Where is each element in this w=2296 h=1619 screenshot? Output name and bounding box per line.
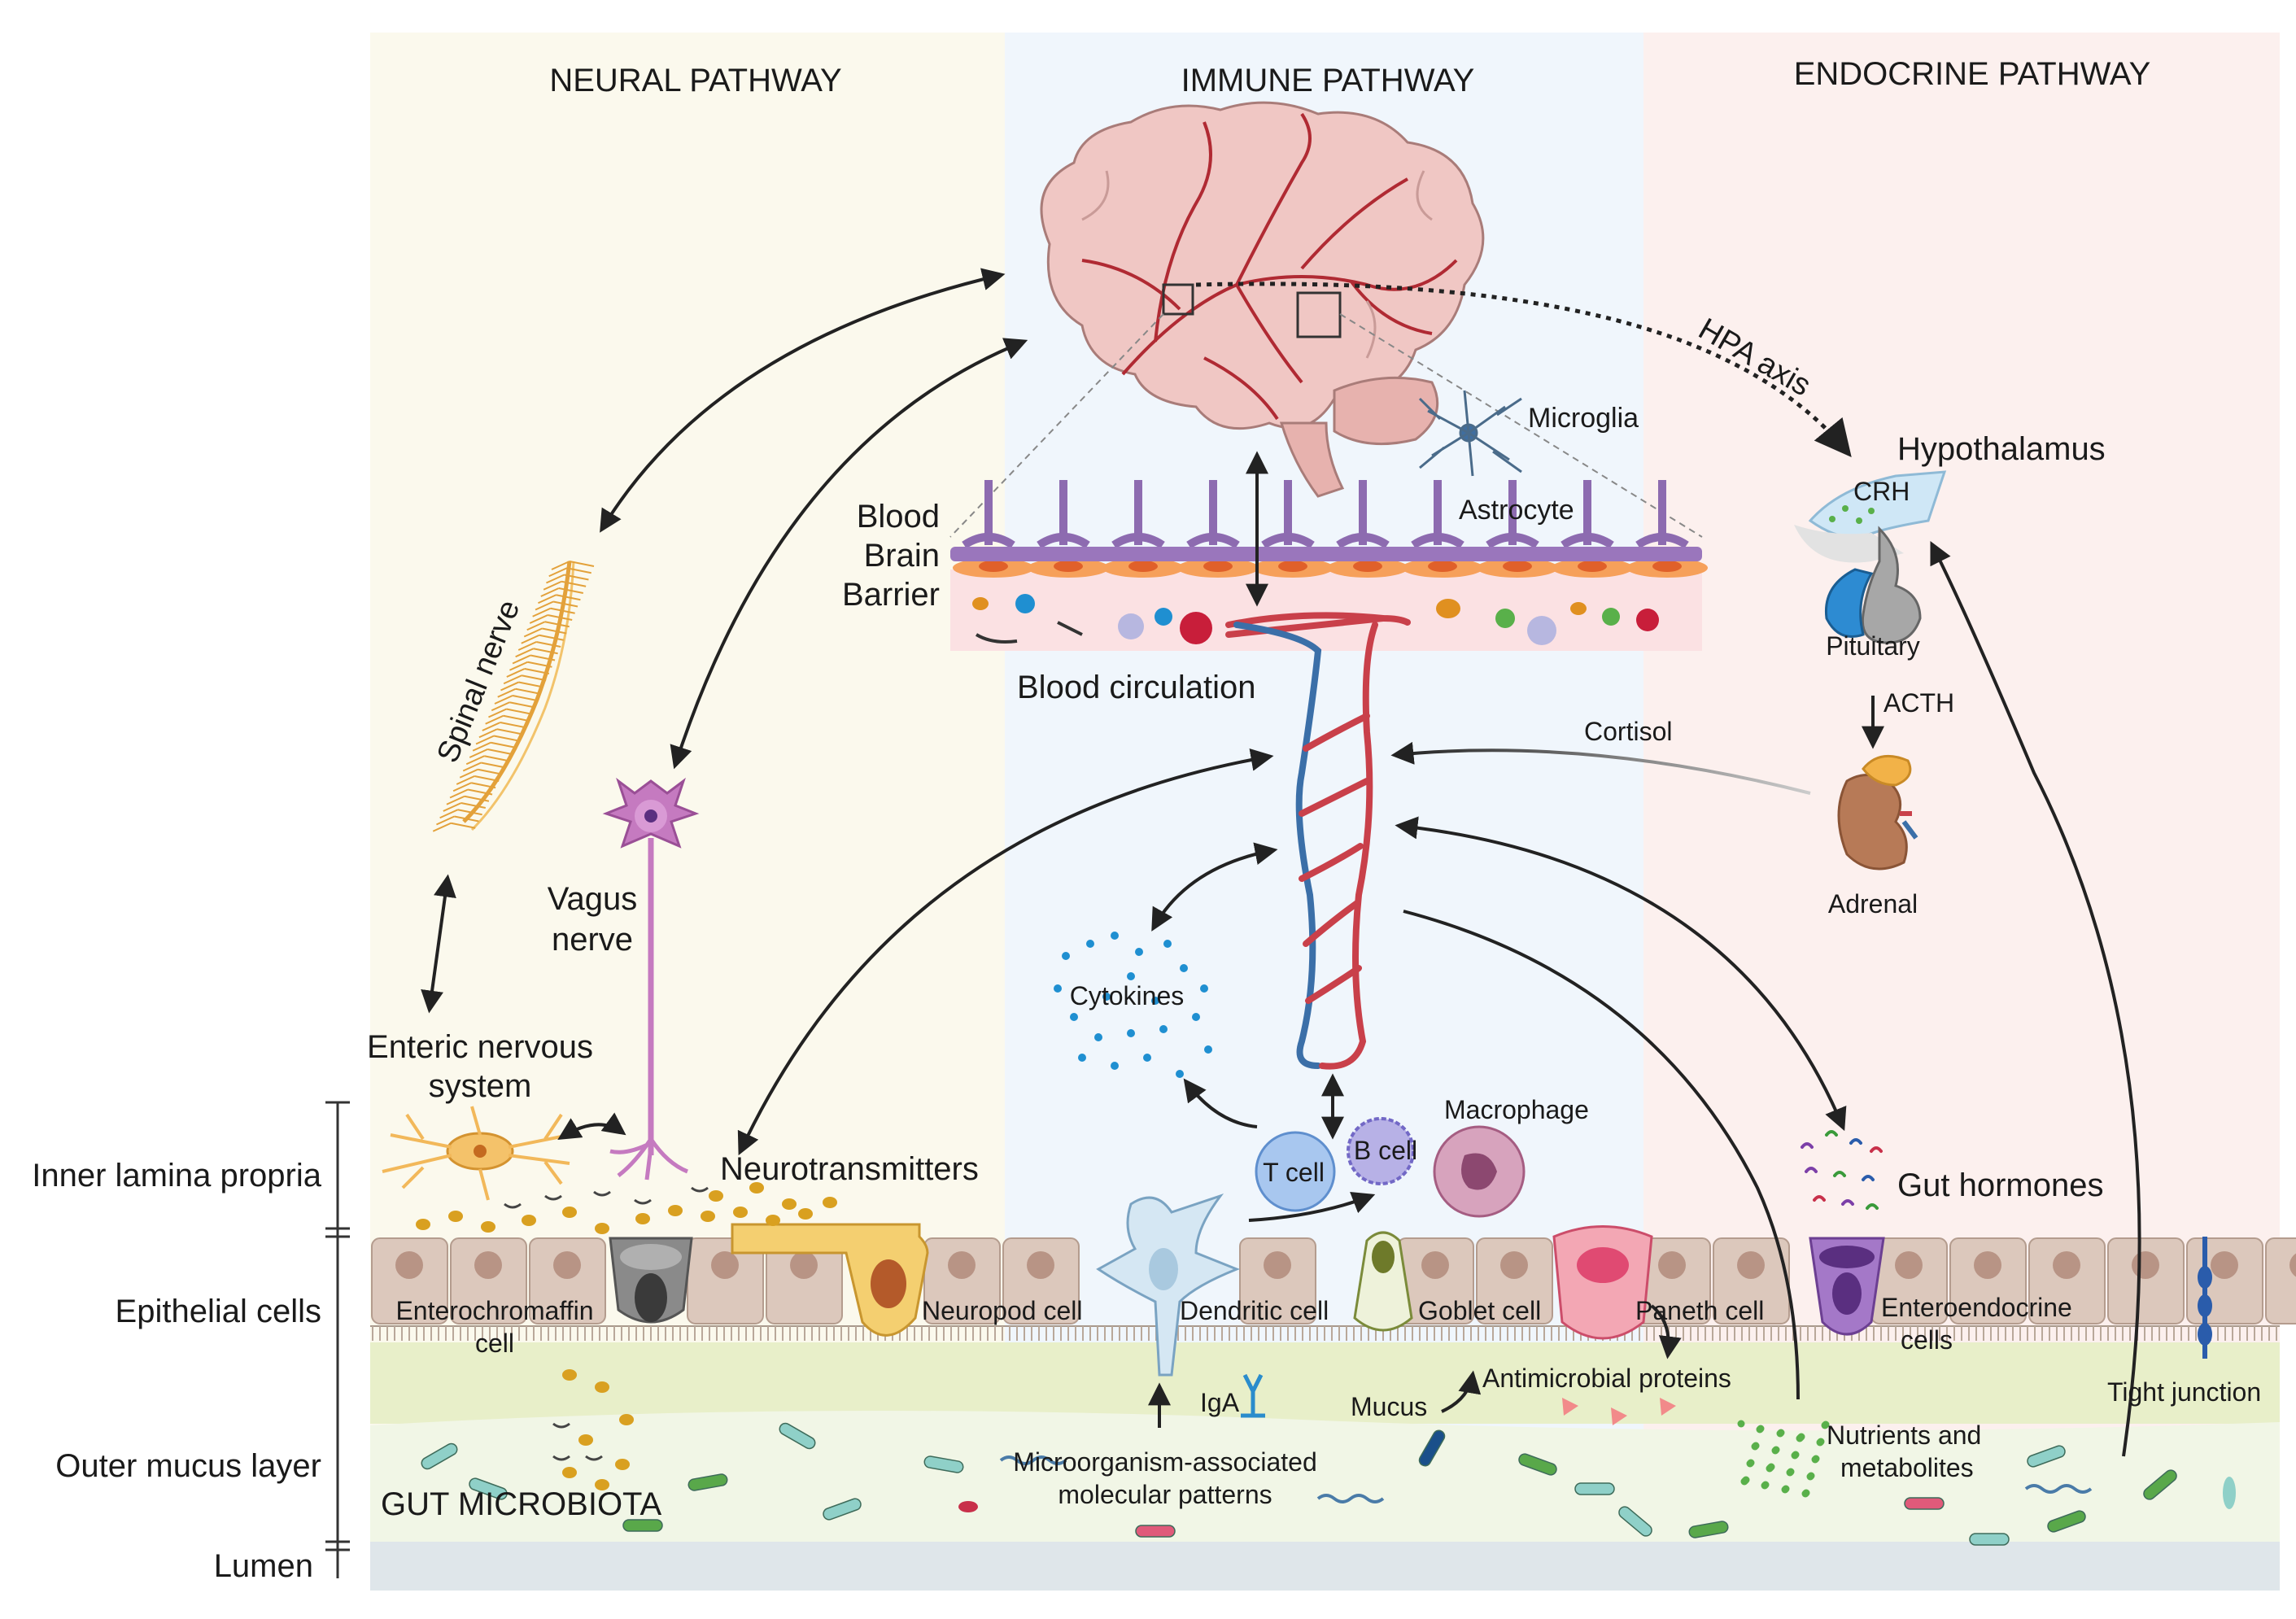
label-pituitary: Pituitary <box>1826 631 1920 661</box>
label-iga: IgA <box>1200 1388 1240 1417</box>
label-dendritic: Dendritic cell <box>1180 1296 1329 1325</box>
antimicrobial-peptides <box>1562 1398 1676 1425</box>
label-mamp-2: molecular patterns <box>1058 1480 1272 1509</box>
interaction-arrows <box>421 268 2141 1457</box>
endocrine-pathway-title: ENDOCRINE PATHWAY <box>1794 56 2151 92</box>
label-neurotransmitters: Neurotransmitters <box>720 1151 979 1187</box>
spinal-nerve-fibers <box>432 561 595 832</box>
label-enterochromaffin-2: cell <box>475 1329 514 1358</box>
layer-bracket <box>325 1101 350 1578</box>
label-vagus-nerve-2: nerve <box>552 922 633 958</box>
lumen-granules <box>552 1369 634 1490</box>
tight-junction-marker <box>2198 1237 2212 1359</box>
enteric-neuron <box>382 1106 570 1201</box>
label-gut-microbiota: GUT MICROBIOTA <box>381 1486 662 1522</box>
gut-microbiota-bacteria <box>421 1422 2236 1546</box>
enterochromaffin-cell <box>609 1237 693 1324</box>
neurotransmitter-granules <box>416 1182 837 1234</box>
label-t-cell: T cell <box>1263 1158 1325 1187</box>
label-nutrients-1: Nutrients and <box>1827 1420 1981 1450</box>
microvilli-fringe <box>372 1326 2277 1341</box>
label-microglia: Microglia <box>1528 403 1639 434</box>
neural-pathway-title: NEURAL PATHWAY <box>549 63 841 98</box>
layer-label-outer-mucus-layer: Outer mucus layer <box>55 1448 321 1484</box>
epithelial-cell-row <box>371 1237 2296 1324</box>
neuropod-cell <box>731 1223 929 1337</box>
label-cortisol: Cortisol <box>1584 717 1672 746</box>
label-adrenal: Adrenal <box>1828 889 1918 919</box>
label-acth: ACTH <box>1884 688 1954 718</box>
layer-label-epithelial-cells: Epithelial cells <box>116 1294 321 1329</box>
label-nutrients-2: metabolites <box>1840 1453 1974 1482</box>
label-enterochromaffin-1: Enterochromaffin <box>395 1296 593 1325</box>
label-mamp-1: Microorganism-associated <box>1013 1447 1316 1477</box>
label-vagus-nerve-1: Vagus <box>548 881 637 917</box>
label-enteroendocrine-1: Enteroendocrine <box>1881 1293 2072 1322</box>
layer-label-inner-lamina-propria: Inner lamina propria <box>32 1158 321 1194</box>
t-cell <box>1255 1131 1336 1212</box>
label-enteroendocrine-2: cells <box>1901 1325 1953 1355</box>
label-hypothalamus: Hypothalamus <box>1897 431 2106 467</box>
vagus-nerve-neuron <box>602 777 700 1180</box>
inner-mucus-layer <box>370 1342 2280 1424</box>
nutrient-metabolite-particles <box>1737 1420 1830 1498</box>
label-enteric-1: Enteric nervous <box>367 1029 593 1065</box>
blood-vessels <box>1225 612 1411 1070</box>
label-blood-circulation: Blood circulation <box>1017 670 1256 705</box>
label-antimicrobial: Antimicrobial proteins <box>1482 1364 1731 1393</box>
label-cytokines: Cytokines <box>1070 981 1185 1010</box>
dendritic-cell <box>1096 1194 1241 1377</box>
label-paneth: Paneth cell <box>1635 1296 1764 1325</box>
b-cell <box>1347 1117 1415 1185</box>
paneth-cell <box>1552 1225 1653 1340</box>
label-b-cell: B cell <box>1354 1136 1417 1165</box>
label-bbb-1: Blood <box>857 499 940 535</box>
hypothalamus-pituitary <box>1794 470 1947 644</box>
label-goblet: Goblet cell <box>1418 1296 1541 1325</box>
layer-label-lumen: Lumen <box>214 1548 313 1584</box>
immune-pathway-title: IMMUNE PATHWAY <box>1181 63 1475 98</box>
label-mucus: Mucus <box>1351 1392 1427 1421</box>
label-crh: CRH <box>1853 477 1910 506</box>
label-astrocyte: Astrocyte <box>1459 495 1574 526</box>
label-bbb-2: Brain <box>864 538 940 574</box>
gut-hormone-particles <box>1801 1130 1883 1210</box>
microglia-illustration <box>1418 390 1522 477</box>
macrophage <box>1433 1125 1526 1218</box>
label-bbb-3: Barrier <box>842 577 940 613</box>
label-gut-hormones: Gut hormones <box>1897 1167 2103 1203</box>
hpa-axis-arrow <box>1195 281 1852 457</box>
label-macrophage: Macrophage <box>1444 1095 1589 1124</box>
label-neuropod: Neuropod cell <box>922 1296 1082 1325</box>
enteroendocrine-cell <box>1809 1237 1885 1336</box>
iga-antibody <box>1241 1373 1265 1418</box>
cortisol-arrow <box>1390 741 1811 795</box>
lumen-band <box>370 1542 2280 1591</box>
goblet-cell <box>1353 1231 1413 1332</box>
label-enteric-2: system <box>429 1068 532 1104</box>
label-tight-junction: Tight junction <box>2107 1377 2261 1407</box>
